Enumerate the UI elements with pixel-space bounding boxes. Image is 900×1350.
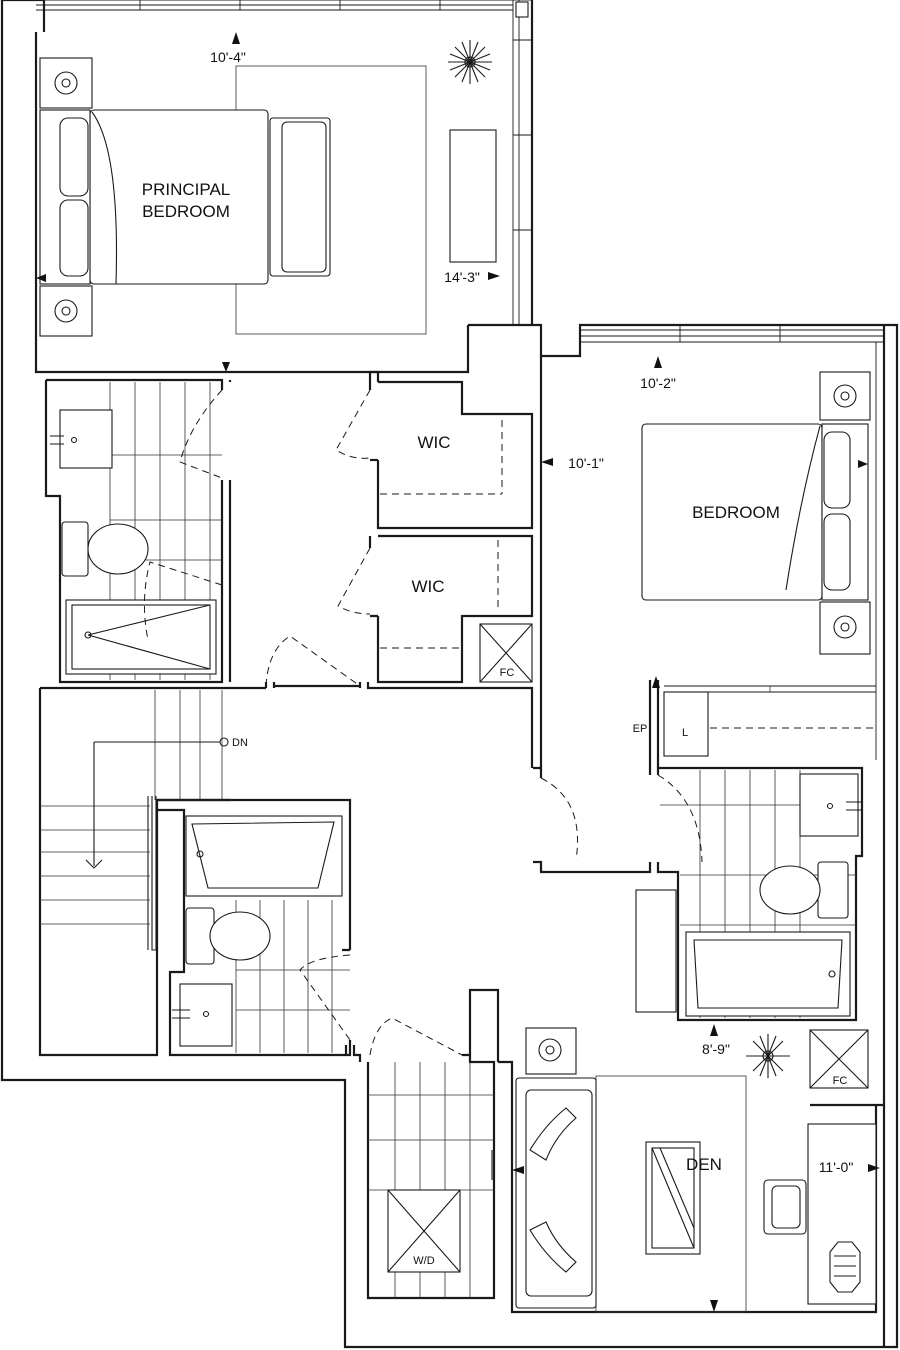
dimension-principal-depth: 14'-3" [444, 269, 480, 285]
principal-bedroom: PRINCIPAL BEDROOM 10'-4" 14'-3" [36, 32, 500, 337]
pillow [823, 513, 851, 591]
toilet-tank [61, 521, 89, 577]
dimension-arrow-icon [654, 356, 662, 368]
plant-icon [448, 40, 492, 84]
dimension-arrow-icon [710, 1300, 718, 1312]
room-label-bedroom: BEDROOM [692, 503, 780, 522]
laundry: W/D [344, 988, 500, 1300]
ep-label: EP [633, 723, 648, 735]
sink-vanity [799, 773, 859, 837]
toilet [87, 523, 149, 575]
dimension-arrow-icon [222, 362, 230, 372]
nightstand [39, 57, 93, 109]
dimension-arrow-icon [541, 458, 553, 466]
sofa [515, 1077, 597, 1309]
nightstand [819, 601, 871, 655]
dimension-arrow-icon [710, 1024, 718, 1036]
dimension-den-depth: 11'-0" [819, 1159, 854, 1175]
dimension-arrow-icon [858, 460, 868, 468]
main-bath [157, 798, 352, 1057]
dimension-arrow-icon [652, 676, 660, 688]
bathtub [185, 815, 343, 897]
sink-vanity [179, 983, 233, 1047]
dimension-arrow-icon [36, 274, 46, 282]
desk [807, 1123, 877, 1305]
room-label-principal-line2: BEDROOM [142, 202, 230, 221]
room-label-principal-line1: PRINCIPAL [142, 180, 231, 199]
den: FC DEN 8'-9" 11'-0" [498, 1024, 880, 1314]
nightstand [39, 285, 93, 337]
room-label-wic-2: WIC [411, 577, 444, 596]
sink-vanity [59, 409, 113, 469]
ensuite-bath [44, 362, 232, 684]
side-table [525, 1027, 577, 1075]
furnace-closet [479, 623, 533, 683]
pillow [59, 199, 89, 277]
pillow [59, 117, 89, 197]
fc-label-upper: FC [500, 667, 515, 679]
lamp [829, 1241, 861, 1293]
linen-label: L [682, 727, 688, 739]
laundry-label: W/D [413, 1255, 434, 1267]
furnace-closet [809, 1029, 869, 1089]
dimension-arrow-icon [488, 272, 500, 280]
cabinet [635, 889, 677, 1013]
window-bedroom [580, 325, 884, 760]
bedroom: BEDROOM 10'-2" 10'-1" L EP [533, 356, 876, 1022]
bedroom-bath [635, 770, 862, 1018]
nightstand [819, 371, 871, 421]
window-principal [36, 0, 533, 326]
dresser [449, 129, 497, 263]
toilet-tank [817, 861, 849, 919]
toilet [209, 911, 271, 961]
plant-icon [746, 1034, 790, 1078]
toilet [759, 865, 821, 915]
room-label-wic-1: WIC [417, 433, 450, 452]
walk-in-closets: WIC WIC FC [335, 370, 534, 684]
dimension-bedroom-depth: 10'-1" [568, 455, 604, 471]
dimension-den-width: 8'-9" [702, 1041, 730, 1057]
dimension-arrow-icon [232, 32, 240, 44]
fc-label-lower: FC [833, 1075, 848, 1087]
bathtub [685, 931, 851, 1017]
linen-closet [663, 691, 709, 757]
dimension-bedroom-width: 10'-2" [640, 375, 676, 391]
pillow [823, 431, 851, 509]
bench [269, 117, 331, 277]
stair-dn-label: DN [232, 737, 248, 749]
dimension-arrow-icon [868, 1164, 880, 1172]
dimension-arrow-icon [512, 1166, 524, 1174]
chair [763, 1179, 807, 1235]
staircase [40, 690, 229, 951]
room-label-den: DEN [686, 1155, 722, 1174]
shower [65, 599, 217, 675]
dimension-principal-width: 10'-4" [210, 49, 246, 65]
